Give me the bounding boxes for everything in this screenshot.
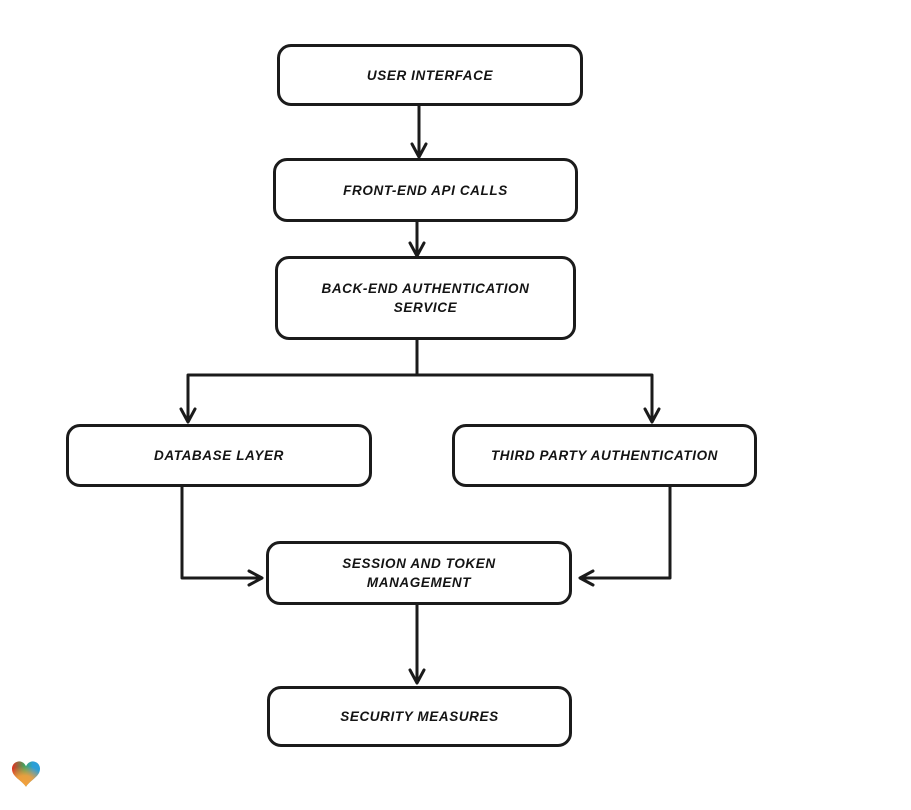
arrowhead-icon	[408, 668, 426, 685]
edge-front-end-api-calls-to-back-end-authentication-service[interactable]	[408, 220, 426, 258]
arrowhead-icon	[410, 142, 428, 159]
node-security-measures[interactable]: SECURITY MEASURES	[267, 686, 572, 747]
node-label: SECURITY MEASURES	[340, 709, 499, 724]
node-label: THIRD PARTY AUTHENTICATION	[490, 448, 719, 463]
arrowhead-icon	[179, 407, 197, 424]
arrowhead-icon	[247, 569, 264, 587]
edge-third-party-authentication-to-session-and-token-management[interactable]	[578, 485, 672, 587]
node-front-end-api-calls[interactable]: FRONT-END API CALLS	[273, 158, 578, 222]
node-label: SESSION AND TOKEN MANAGEMENT	[342, 556, 496, 590]
edge-user-interface-to-front-end-api-calls[interactable]	[410, 104, 428, 159]
edge-line	[415, 373, 654, 420]
edge-line	[582, 485, 672, 580]
heart-shape-overlay	[12, 761, 40, 787]
node-label: DATABASE LAYER	[154, 448, 284, 463]
edge-database-layer-to-session-and-token-management[interactable]	[180, 485, 264, 587]
node-database-layer[interactable]: DATABASE LAYER	[66, 424, 372, 487]
node-user-interface[interactable]: USER INTERFACE	[277, 44, 583, 106]
node-label: FRONT-END API CALLS	[343, 182, 508, 198]
edge-back-end-authentication-service-to-third-party-authentication[interactable]	[415, 373, 661, 424]
node-back-end-authentication-service[interactable]: BACK-END AUTHENTICATION SERVICE	[275, 256, 576, 340]
node-third-party-authentication[interactable]: THIRD PARTY AUTHENTICATION	[452, 424, 757, 487]
node-label: BACK-END AUTHENTICATION SERVICE	[321, 281, 530, 315]
edge-back-end-authentication-service-to-database-layer[interactable]	[179, 338, 419, 424]
edge-line	[180, 485, 260, 580]
node-session-and-token-management[interactable]: SESSION AND TOKEN MANAGEMENT	[266, 541, 572, 605]
edge-session-and-token-management-to-security-measures[interactable]	[408, 603, 426, 685]
node-label: USER INTERFACE	[366, 67, 494, 83]
edge-line	[186, 338, 419, 420]
heart-logo[interactable]	[12, 761, 40, 787]
arrowhead-icon	[643, 407, 661, 424]
arrowhead-icon	[578, 569, 595, 587]
